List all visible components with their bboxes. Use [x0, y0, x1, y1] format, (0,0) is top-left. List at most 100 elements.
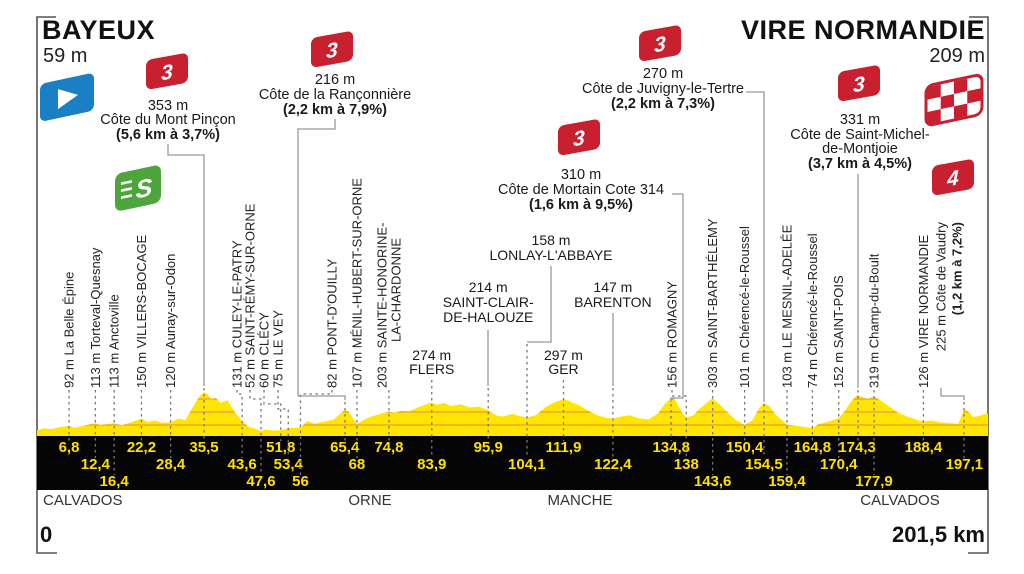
km-start-label: 0 — [40, 522, 53, 547]
climb-connector — [940, 388, 965, 400]
climb-category-number: 3 — [654, 32, 666, 57]
km-tick: 65,4 — [330, 439, 360, 456]
km-tick: 43,6 — [228, 456, 257, 473]
climb-altitude: 216 m — [315, 72, 355, 88]
waypoint-label: 214 m — [469, 279, 508, 295]
climb-altitude: 270 m — [643, 66, 683, 82]
category-4-icon: 4 — [932, 159, 974, 196]
climb-name: de-Montjoie — [822, 141, 898, 157]
climb-connector — [746, 91, 765, 402]
waypoint-label: 52 m SAINT-RÉMY-SUR-ORNE — [243, 203, 258, 388]
km-tick: 122,4 — [594, 456, 632, 473]
waypoint-label: 101 m Chérencé-le-Roussel — [737, 226, 752, 388]
climb-gradient: (1,6 km à 9,5%) — [529, 197, 633, 213]
climb-category-number: 3 — [326, 38, 338, 63]
climb-name: Côte de Saint-Michel- — [790, 127, 930, 143]
waypoint-label: 120 m Aunay-sur-Odon — [163, 254, 178, 388]
climb-gradient: (3,7 km à 4,5%) — [808, 156, 912, 172]
category-3-icon: 3 — [311, 31, 353, 68]
department-label-calvados-1: CALVADOS — [43, 492, 123, 509]
climb-altitude: 310 m — [561, 167, 601, 183]
category-3-icon: 3 — [639, 25, 681, 62]
waypoint-label: 274 m — [412, 347, 451, 363]
km-tick: 83,9 — [417, 456, 446, 473]
climb-connector — [167, 144, 205, 386]
finish-city-name: VIRE NORMANDIE — [740, 15, 985, 45]
waypoint-label: 156 m ROMAGNY — [665, 281, 680, 388]
right-frame-line — [968, 16, 989, 554]
km-tick: 74,8 — [374, 439, 403, 456]
climb-category-number: 4 — [946, 166, 959, 191]
waypoint-label: 158 m — [532, 232, 571, 248]
waypoint-label: 103 m LE MESNIL-ADELÉE — [779, 224, 794, 388]
waypoint-label: 75 m LE VEY — [271, 310, 286, 388]
waypoint-label: 113 m Torteval-Quesnay — [88, 247, 103, 388]
climb-gradient: (1,2 km à 7,2%) — [950, 222, 965, 315]
waypoint-label: 74 m Chérencé-le-Roussel — [805, 233, 820, 388]
waypoint-label: 131 m CULEY-LE-PATRY — [230, 240, 245, 388]
km-tick: 12,4 — [81, 456, 111, 473]
climb-category-number: 3 — [853, 72, 865, 97]
km-tick: 159,4 — [768, 473, 806, 490]
km-tick: 154,5 — [745, 456, 783, 473]
climb-category-number: 3 — [573, 126, 585, 151]
category-3-icon: 3 — [838, 65, 880, 102]
km-tick: 164,8 — [794, 439, 832, 456]
waypoint-label: 82 m PONT-D'OUILLY — [325, 258, 340, 388]
distance-band — [37, 436, 988, 490]
km-tick: 177,9 — [855, 473, 893, 490]
waypoint-connector — [527, 266, 552, 343]
waypoint-marker-line — [263, 390, 282, 441]
climb-name: Côte du Mont Pinçon — [100, 112, 235, 128]
climb-connector — [297, 119, 346, 400]
waypoint-label: BARENTON — [574, 294, 652, 310]
waypoint-label: 319 m Champ-du-Boult — [867, 253, 882, 388]
climb-gradient: (5,6 km à 3,7%) — [116, 127, 220, 143]
waypoint-marker-line — [299, 390, 333, 475]
km-tick: 16,4 — [100, 473, 130, 490]
km-tick: 188,4 — [905, 439, 943, 456]
km-tick: 28,4 — [156, 456, 186, 473]
waypoint-label: 60 m CLÉCY — [257, 312, 272, 388]
km-tick: 174,3 — [838, 439, 876, 456]
department-label-orne: ORNE — [348, 492, 392, 509]
km-tick: 134,8 — [652, 439, 690, 456]
sprint-icon: S — [115, 165, 161, 211]
km-tick: 95,9 — [474, 439, 503, 456]
km-tick: 51,8 — [266, 439, 295, 456]
km-tick: 138 — [674, 456, 699, 473]
km-tick: 104,1 — [508, 456, 546, 473]
km-total-label: 201,5 km — [892, 522, 985, 547]
km-tick: 35,5 — [189, 439, 218, 456]
climb-altitude: 353 m — [148, 98, 188, 114]
km-tick: 143,6 — [694, 473, 732, 490]
waypoint-label: GER — [548, 361, 578, 377]
waypoint-marker-line — [249, 390, 262, 475]
waypoint-label: 147 m — [593, 279, 632, 295]
waypoint-label: LA-CHARDONNE — [389, 238, 404, 342]
km-tick: 150,4 — [726, 439, 764, 456]
waypoint-label: SAINT-CLAIR- — [443, 294, 534, 310]
waypoint-marker-line — [671, 390, 687, 458]
waypoint-marker-line — [277, 390, 289, 458]
km-tick: 170,4 — [820, 456, 858, 473]
waypoint-label: DE-HALOUZE — [443, 309, 533, 325]
climb-gradient: (2,2 km à 7,3%) — [611, 96, 715, 112]
climb-name: Côte de Mortain Cote 314 — [498, 182, 664, 198]
km-tick: 53,4 — [274, 456, 304, 473]
department-label-calvados-2: CALVADOS — [860, 492, 940, 509]
waypoint-label: FLERS — [409, 361, 454, 377]
waypoint-label: 297 m — [544, 347, 583, 363]
category-3-icon: 3 — [558, 119, 600, 156]
waypoint-marker-line — [236, 390, 243, 458]
waypoint-label: 150 m VILLERS-BOCAGE — [134, 235, 149, 388]
climb-name: Côte de Juvigny-le-Tertre — [582, 81, 744, 97]
climb-name: 225 m Côte de Vaudry — [934, 222, 949, 352]
km-tick: 56 — [292, 473, 309, 490]
waypoint-label: 113 m Anctoville — [107, 294, 122, 388]
km-tick: 111,9 — [546, 439, 582, 456]
km-tick: 47,6 — [246, 473, 275, 490]
climb-connector — [670, 193, 684, 402]
